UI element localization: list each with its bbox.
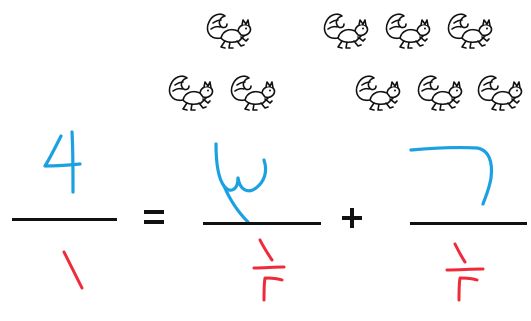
numerator-three-handwriting xyxy=(409,146,494,206)
squirrel-icon xyxy=(323,13,369,49)
squirrel-icon xyxy=(477,75,523,111)
equals-sign xyxy=(144,210,164,224)
squirrel-icon xyxy=(168,75,214,111)
numerator-one-handwriting xyxy=(43,130,82,194)
squirrel-icon xyxy=(447,13,493,49)
fraction-bar-two xyxy=(203,222,321,225)
fraction-bar-three xyxy=(410,222,527,225)
denominator-one-handwriting xyxy=(62,250,84,290)
plus-sign xyxy=(342,208,362,228)
squirrel-icon xyxy=(417,75,463,111)
squirrel-group-right xyxy=(320,8,530,128)
denominator-three-handwriting xyxy=(445,242,485,302)
squirrel-icon xyxy=(206,13,252,49)
squirrel-icon xyxy=(230,75,276,111)
squirrel-icon xyxy=(385,13,431,49)
numerator-two-handwriting xyxy=(214,142,268,224)
squirrel-icon xyxy=(355,75,401,111)
squirrel-group-left xyxy=(165,8,285,128)
fraction-bar-one xyxy=(12,218,117,221)
denominator-two-handwriting xyxy=(252,238,286,302)
